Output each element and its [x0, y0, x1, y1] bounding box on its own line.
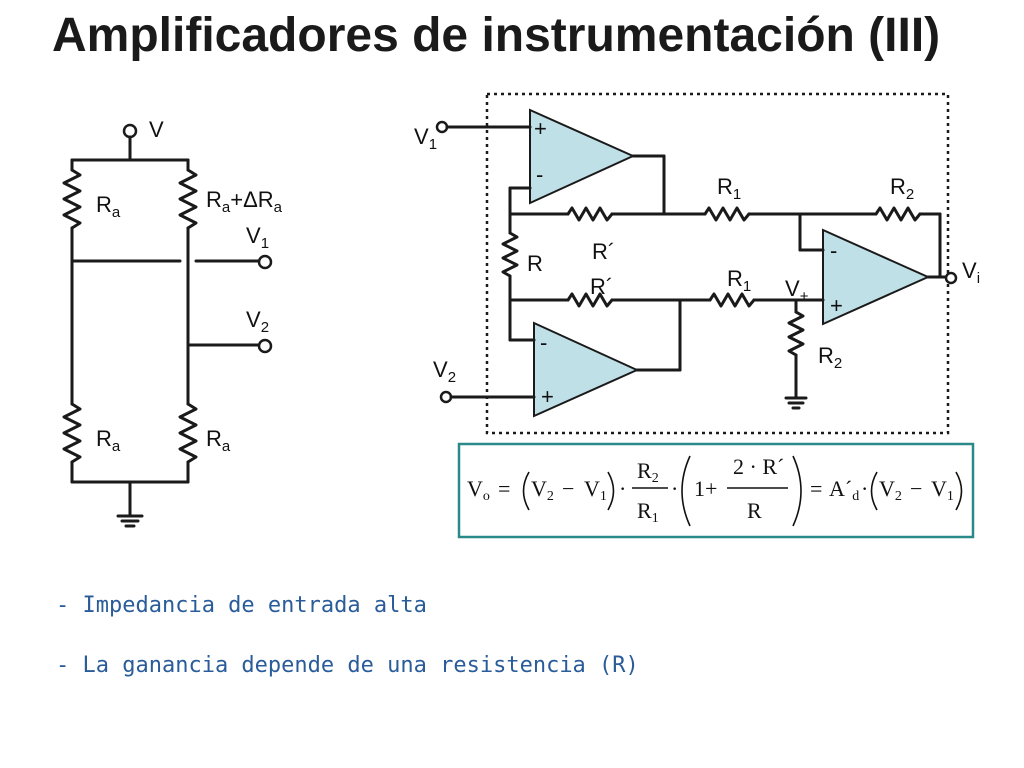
label-r2-bottom: R2 — [818, 343, 842, 372]
bullet-list: - Impedancia de entrada alta - La gananc… — [56, 584, 639, 704]
label-ra-top-left: Ra — [96, 192, 121, 221]
label-ra-bottom-right: Ra — [206, 426, 231, 455]
opamp-input-1 — [529, 108, 636, 205]
bullet-item: - La ganancia depende de una resistencia… — [56, 653, 639, 678]
v1-terminal-bridge — [257, 254, 273, 270]
svg-text:V1: V1 — [931, 476, 954, 504]
resistor-r-gain — [501, 231, 519, 278]
label-r-gain: R — [527, 251, 543, 276]
label-r2-top: R2 — [890, 174, 914, 203]
supply-label: V — [149, 117, 164, 142]
label-v2-amp: V2 — [433, 357, 456, 386]
label-r-prime-bottom: R´ — [590, 274, 613, 299]
svg-text:·: · — [861, 476, 868, 501]
svg-text:2 · R´: 2 · R´ — [733, 454, 784, 479]
svg-text:=: = — [810, 476, 822, 501]
label-r1-mid: R1 — [727, 266, 751, 295]
svg-text:1+: 1+ — [694, 476, 717, 501]
opamp2-plus-sign: + — [541, 384, 554, 409]
ground-symbol-bridge — [116, 514, 144, 528]
supply-terminal — [122, 123, 138, 139]
v2-terminal-bridge — [257, 338, 273, 354]
bullet-item: - Impedancia de entrada alta — [56, 593, 427, 618]
opamp-input-2 — [533, 321, 640, 418]
svg-text:·: · — [619, 476, 626, 501]
amplifier-dotted-boundary — [485, 92, 950, 435]
resistor-r-prime-top — [566, 206, 614, 222]
svg-text:=: = — [498, 476, 510, 501]
ground-symbol-amp — [784, 396, 808, 410]
svg-text:A´d: A´d — [829, 476, 859, 504]
svg-text:R2: R2 — [637, 458, 659, 486]
svg-text:−: − — [910, 476, 922, 501]
gain-formula: Vo = V2 − V1 · R2 R1 · 1+ 2 · R´ R = A´d… — [457, 442, 975, 539]
svg-text:R: R — [747, 498, 762, 523]
label-r1-top: R1 — [717, 174, 741, 203]
svg-text:V2: V2 — [879, 476, 902, 504]
svg-text:V1: V1 — [584, 476, 607, 504]
svg-text:V2: V2 — [531, 476, 554, 504]
svg-text:R1: R1 — [637, 498, 659, 526]
opamp1-plus-sign: + — [534, 116, 547, 141]
vi-terminal — [944, 271, 958, 285]
label-ra-bottom-left: Ra — [96, 426, 121, 455]
label-ra-delta-top-right: Ra+ΔRa — [206, 187, 283, 216]
label-vi: Vi — [962, 258, 980, 287]
opamp1-minus-sign: - — [536, 162, 543, 187]
label-v1-bridge: V1 — [246, 223, 269, 252]
svg-text:Vo: Vo — [467, 476, 490, 504]
svg-text:·: · — [671, 476, 678, 501]
resistor-ra-bottom-left — [62, 402, 82, 464]
svg-text:−: − — [562, 476, 574, 501]
resistor-r-prime-bottom — [566, 292, 614, 308]
label-v1-amp: V1 — [414, 124, 437, 153]
formula-box — [457, 442, 975, 539]
opamp2-minus-sign: - — [540, 330, 547, 355]
resistor-ra-top-left — [62, 168, 82, 230]
resistor-ra-delta-top-right — [178, 168, 198, 230]
opamp-output — [822, 228, 931, 326]
resistor-ra-bottom-right — [178, 402, 198, 464]
slide-title: Amplificadores de instrumentación (III) — [52, 9, 941, 62]
resistor-r2-bottom — [787, 310, 805, 357]
label-vplus: V+ — [785, 276, 809, 305]
resistor-r1-top — [703, 206, 751, 222]
label-v2-bridge: V2 — [246, 307, 269, 336]
bridge-circuit — [62, 123, 273, 528]
label-r-prime-top: R´ — [592, 239, 615, 264]
opamp3-plus-sign: + — [830, 293, 843, 318]
opamp3-minus-sign: - — [830, 238, 837, 263]
resistor-r1-mid — [708, 292, 756, 308]
amplifier-wiring — [435, 120, 958, 410]
resistor-r2-top — [874, 206, 922, 222]
